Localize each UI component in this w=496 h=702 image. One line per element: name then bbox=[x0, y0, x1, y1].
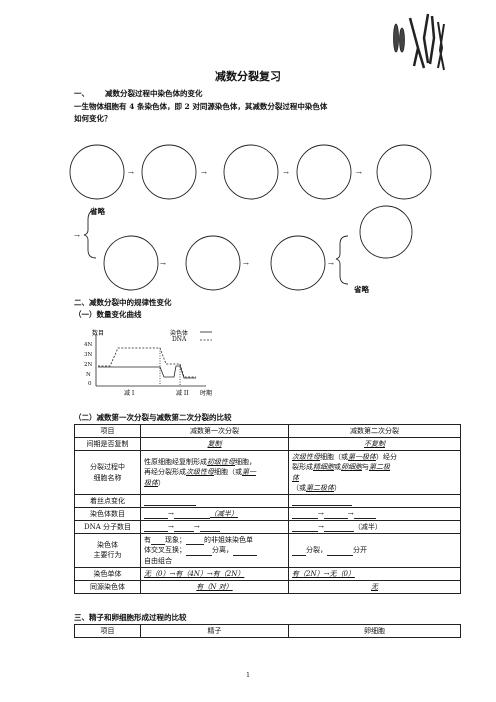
page-number: 1 bbox=[246, 672, 250, 679]
y-tick: 3N bbox=[84, 352, 93, 358]
section1-heading: 一、减数分裂过程中染色体的变化 bbox=[74, 89, 203, 98]
cell-circle bbox=[103, 235, 159, 291]
table-row: 染色单体 无（0）→有（4N）→有（2N） 有（2N）→无（0） bbox=[74, 566, 461, 581]
x-label-meiosis2: 减 II bbox=[176, 390, 189, 397]
sperm-egg-table: 项目 精子 卵细胞 bbox=[74, 624, 461, 638]
cell-circle bbox=[376, 144, 432, 200]
table-row: DNA 分子数目 →→ →（减半） bbox=[74, 520, 461, 535]
svg-text:→: → bbox=[283, 169, 289, 177]
cell-circle bbox=[69, 144, 125, 200]
cell-circle bbox=[141, 144, 197, 200]
section3-heading: 三、精子和卵细胞形成过程的比较 bbox=[74, 613, 187, 622]
section2-heading: 二、减数分裂中的规律性变化 bbox=[74, 298, 172, 307]
svg-text:→: → bbox=[160, 260, 166, 268]
table-header: 卵细胞 bbox=[288, 624, 461, 638]
question-line1: 一生物体细胞有 4 条染色体，即 2 对同源染色体，其减数分裂过程中染色体 bbox=[74, 102, 328, 111]
table-header-row: 项目 减数第一次分裂 减数第二次分裂 bbox=[74, 423, 461, 439]
table-header: 减数第一次分裂 bbox=[140, 423, 289, 439]
compare-table: 项目 减数第一次分裂 减数第二次分裂 间期是否复制 复制 不复制 分裂过程中细胞… bbox=[74, 423, 461, 594]
svg-text:→: → bbox=[201, 169, 207, 177]
curve-y-title: 数目 bbox=[92, 330, 105, 337]
svg-text:→: → bbox=[243, 260, 249, 268]
x-label-time: 时期 bbox=[200, 390, 213, 397]
y-tick: 4N bbox=[84, 342, 93, 348]
legend-dna: DNA bbox=[172, 336, 187, 343]
table-row: 同源染色体 有（N 对） 无 bbox=[74, 579, 461, 594]
omit-label-1: 省略 bbox=[90, 207, 105, 216]
cell-circle bbox=[270, 235, 326, 291]
legend-chromosome: 染色体 bbox=[170, 330, 189, 337]
table-header: 项目 bbox=[74, 423, 141, 439]
svg-text:→: → bbox=[356, 169, 362, 177]
svg-text:→: → bbox=[328, 260, 334, 268]
section2-sub1: （一）数量变化曲线 bbox=[74, 310, 142, 319]
x-label-meiosis1: 减 I bbox=[124, 390, 135, 397]
table-header: 项目 bbox=[74, 624, 141, 638]
chromosome-line bbox=[98, 365, 196, 379]
table-row: 分裂过程中细胞名称 性原细胞经复制形成初级性母细胞， 再经分裂形成次级性母细胞（… bbox=[74, 450, 461, 495]
table-row: 染色体数目 →（减半） →→ bbox=[74, 506, 461, 522]
omit-label-2: 省略 bbox=[354, 285, 369, 294]
table-row: 染色体主要行为 有现象；的非姐妹染色单 体交叉互换；分离， 自由组合 分裂，分开 bbox=[74, 533, 461, 568]
cell-circle bbox=[296, 144, 352, 200]
dna-line bbox=[98, 347, 196, 378]
table-header: 精子 bbox=[140, 624, 289, 638]
table-header: 减数第二次分裂 bbox=[288, 423, 461, 439]
y-tick: 0 bbox=[88, 381, 92, 387]
cell-circle bbox=[223, 144, 279, 200]
page-title: 减数分裂复习 bbox=[215, 70, 281, 83]
y-tick: N bbox=[86, 372, 91, 378]
question-line2: 如何变化？ bbox=[74, 114, 112, 123]
svg-text:→: → bbox=[128, 169, 134, 177]
table-row: 着丝点变化 bbox=[74, 493, 461, 508]
table-row: 间期是否复制 复制 不复制 bbox=[74, 437, 461, 452]
cell-diagram: → → → → → → → → bbox=[69, 144, 432, 291]
cell-circle bbox=[185, 235, 241, 291]
svg-text:→: → bbox=[74, 232, 80, 240]
section2-sub2: （二）减数第一次分裂与减数第二次分裂的比较 bbox=[74, 413, 232, 422]
cell-circle bbox=[359, 205, 413, 259]
quantity-curve bbox=[95, 331, 212, 387]
chromosome-illustration bbox=[393, 13, 445, 71]
y-tick: 2N bbox=[84, 362, 93, 368]
